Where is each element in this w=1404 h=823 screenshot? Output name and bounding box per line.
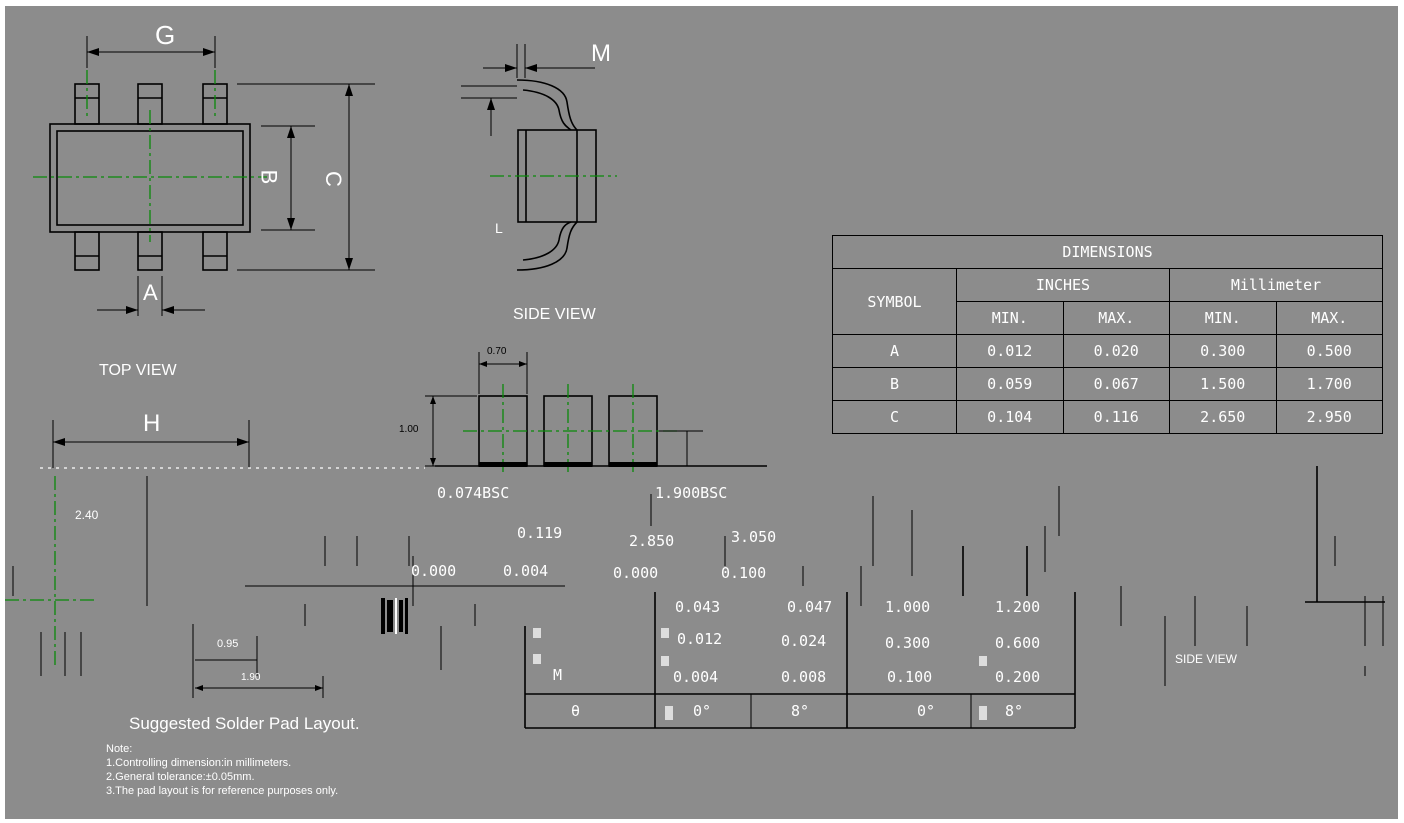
top-view-label: TOP VIEW bbox=[99, 362, 177, 379]
notes-heading: Note: bbox=[106, 743, 133, 755]
mm-max-header: MAX. bbox=[1275, 301, 1383, 335]
dim-a-label: A bbox=[143, 280, 158, 305]
frag-l-mm2: 0.600 bbox=[995, 634, 1041, 652]
row-mm-max: 1.700 bbox=[1275, 367, 1383, 401]
pad-240-label: 2.40 bbox=[75, 508, 99, 522]
pad-190-label: 1.90 bbox=[241, 672, 261, 683]
frag-k-mm2: 1.200 bbox=[995, 598, 1041, 616]
frag-g-mm: 1.900BSC bbox=[655, 484, 728, 502]
row-in-min: 0.012 bbox=[956, 334, 1064, 368]
frag-m-in2: 0.008 bbox=[781, 668, 827, 686]
in-max-header: MAX. bbox=[1062, 301, 1170, 335]
in-min-header: MIN. bbox=[956, 301, 1064, 335]
dim-g-label: G bbox=[155, 20, 176, 50]
side-view bbox=[461, 44, 617, 271]
pad-layout-title: Suggested Solder Pad Layout. bbox=[129, 714, 360, 733]
table-row: C 0.104 0.116 2.650 2.950 bbox=[832, 400, 1383, 434]
table-header: DIMENSIONS bbox=[832, 235, 1383, 269]
frag-j-mm: 0.000 bbox=[613, 564, 659, 582]
top-view bbox=[33, 36, 375, 316]
table-row: B 0.059 0.067 1.500 1.700 bbox=[832, 367, 1383, 401]
row-mm-min: 0.300 bbox=[1169, 334, 1277, 368]
row-symbol: A bbox=[832, 334, 957, 368]
row-in-max: 0.067 bbox=[1062, 367, 1170, 401]
row-in-min: 0.104 bbox=[956, 400, 1064, 434]
corrupted-region bbox=[304, 466, 1385, 729]
pad-height-label: 1.00 bbox=[399, 424, 419, 435]
frag-j-in: 0.000 bbox=[411, 562, 457, 580]
side-view-label-2: SIDE VIEW bbox=[1175, 652, 1238, 666]
row-mm-min: 2.650 bbox=[1169, 400, 1277, 434]
frag-t-1: 0° bbox=[693, 702, 712, 720]
dimensions-table: DIMENSIONS SYMBOL INCHES Millimeter MIN.… bbox=[832, 235, 1383, 434]
row-mm-max: 0.500 bbox=[1275, 334, 1383, 368]
frag-g-in: 0.074BSC bbox=[437, 484, 510, 502]
inches-header: INCHES bbox=[956, 268, 1170, 302]
dim-l-label: L bbox=[495, 220, 503, 236]
pin-bottom-2 bbox=[137, 231, 163, 271]
h-dimension bbox=[5, 420, 565, 698]
symbol-header: SYMBOL bbox=[832, 268, 957, 335]
notes-line-3: 3.The pad layout is for reference purpos… bbox=[106, 785, 339, 797]
pad-layout bbox=[425, 352, 767, 472]
frag-l-in: 0.012 bbox=[677, 630, 723, 648]
frag-h-in: 0.119 bbox=[517, 524, 563, 542]
dim-m-label: M bbox=[591, 40, 611, 67]
frag-k-mm: 1.000 bbox=[885, 598, 931, 616]
side-view-label: SIDE VIEW bbox=[513, 306, 596, 323]
drawing-canvas bbox=[5, 36, 1385, 729]
row-symbol: B bbox=[832, 367, 957, 401]
frag-m-mm: 0.100 bbox=[887, 668, 933, 686]
frag-j-in2: 0.004 bbox=[503, 562, 549, 580]
notes-line-2: 2.General tolerance:±0.05mm. bbox=[106, 771, 255, 783]
frag-j-mm2: 0.100 bbox=[721, 564, 767, 582]
pad-width-label: 0.70 bbox=[487, 346, 507, 357]
frag-h-mm1: 2.850 bbox=[629, 532, 675, 550]
row-mm-max: 2.950 bbox=[1275, 400, 1383, 434]
frag-m-sym: M bbox=[553, 666, 563, 684]
row-symbol: C bbox=[832, 400, 957, 434]
dim-c-label: C bbox=[320, 171, 346, 187]
dim-b-label: B bbox=[256, 169, 282, 185]
frag-k-in: 0.043 bbox=[675, 598, 721, 616]
frag-t-3: 0° bbox=[917, 702, 936, 720]
pad-095-label: 0.95 bbox=[217, 638, 239, 650]
frag-h-mm2: 3.050 bbox=[731, 528, 777, 546]
row-mm-min: 1.500 bbox=[1169, 367, 1277, 401]
side-lead-bottom bbox=[516, 221, 578, 271]
notes-block: Note: 1.Controlling dimension:in millime… bbox=[106, 742, 338, 798]
drawing-sheet: G M B C A H L TOP VIEW SIDE VIEW SIDE VI… bbox=[5, 6, 1398, 819]
frag-t-2: 8° bbox=[791, 702, 810, 720]
row-in-max: 0.020 bbox=[1062, 334, 1170, 368]
table-row: A 0.012 0.020 0.300 0.500 bbox=[832, 334, 1383, 368]
frag-l-in2: 0.024 bbox=[781, 632, 827, 650]
frag-t-sym: θ bbox=[571, 702, 581, 720]
side-lead-top bbox=[516, 79, 578, 131]
row-in-min: 0.059 bbox=[956, 367, 1064, 401]
frag-m-in: 0.004 bbox=[673, 668, 719, 686]
frag-l-mm: 0.300 bbox=[885, 634, 931, 652]
row-in-max: 0.116 bbox=[1062, 400, 1170, 434]
frag-m-mm2: 0.200 bbox=[995, 668, 1041, 686]
mm-min-header: MIN. bbox=[1169, 301, 1277, 335]
dim-h-label: H bbox=[143, 410, 161, 437]
pin-bottom-3 bbox=[202, 231, 228, 271]
frag-k-in2: 0.047 bbox=[787, 598, 833, 616]
pin-bottom-1 bbox=[74, 231, 100, 271]
notes-line-1: 1.Controlling dimension:in millimeters. bbox=[106, 757, 292, 769]
frag-t-4: 8° bbox=[1005, 702, 1024, 720]
mm-header: Millimeter bbox=[1169, 268, 1383, 302]
